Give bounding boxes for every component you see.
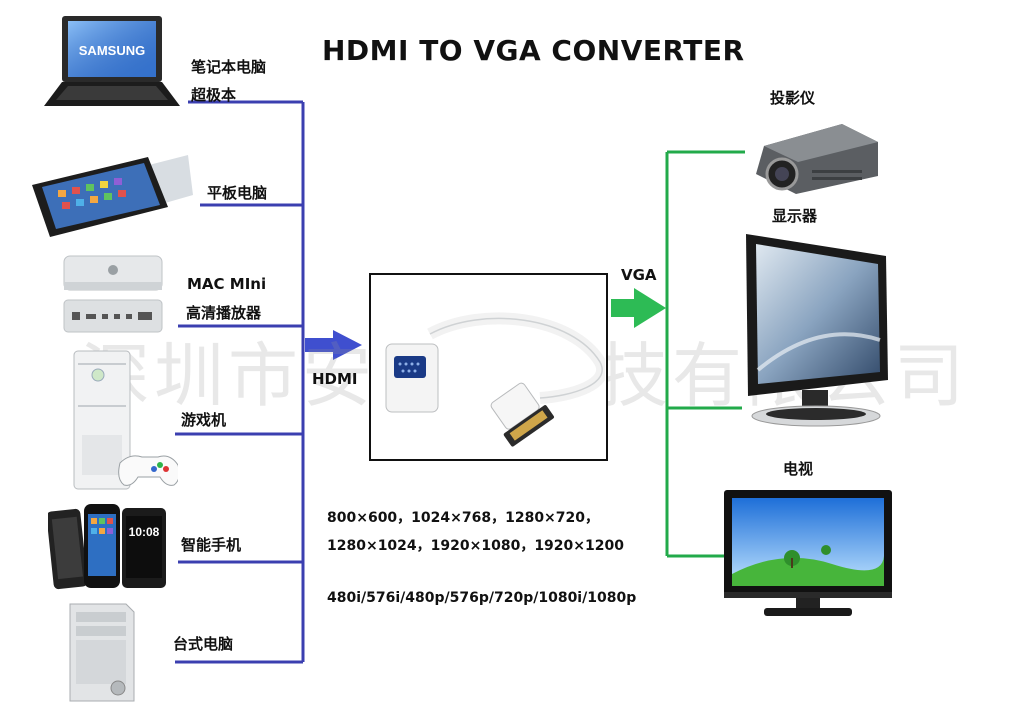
resolution-line-1: 800×600，1024×768，1280×720，	[327, 510, 600, 526]
label-game-console: 游戏机	[181, 411, 227, 429]
video-modes-line: 480i/576i/480p/576p/720p/1080i/1080p	[327, 590, 637, 606]
tablet-icon	[32, 155, 193, 237]
monitor-icon	[746, 234, 888, 427]
label-hd-player: 高清播放器	[186, 304, 262, 322]
label-ultrabook: 超极本	[191, 86, 237, 104]
label-desktop: 台式电脑	[173, 635, 234, 653]
mac-mini-icon	[63, 255, 163, 333]
label-tv: 电视	[783, 460, 814, 478]
hdmi-vga-adapter-icon	[385, 312, 605, 447]
label-smartphone: 智能手机	[181, 536, 242, 554]
hdmi-arrow-icon	[305, 330, 362, 360]
projector-icon	[756, 124, 878, 194]
laptop-brand-text: SAMSUNG	[79, 43, 145, 58]
hdmi-signal-label: HDMI	[312, 370, 358, 388]
game-console-icon	[73, 350, 178, 490]
label-laptop: 笔记本电脑	[191, 58, 267, 76]
phone-clock-text: 10:08	[129, 525, 160, 539]
diagram-title: HDMI TO VGA CONVERTER	[322, 34, 745, 67]
label-monitor: 显示器	[772, 207, 818, 225]
resolution-line-2: 1280×1024，1920×1080，1920×1200	[327, 538, 624, 554]
vga-signal-label: VGA	[621, 266, 657, 284]
smartphones-icon: 10:08	[48, 504, 166, 590]
tv-icon	[724, 490, 892, 616]
desktop-tower-icon	[69, 603, 135, 702]
label-projector: 投影仪	[770, 89, 816, 107]
laptop-icon: SAMSUNG	[44, 16, 180, 106]
label-mac-mini: MAC MIni	[187, 275, 267, 293]
label-tablet: 平板电脑	[207, 184, 268, 202]
vga-arrow-icon	[611, 288, 666, 328]
